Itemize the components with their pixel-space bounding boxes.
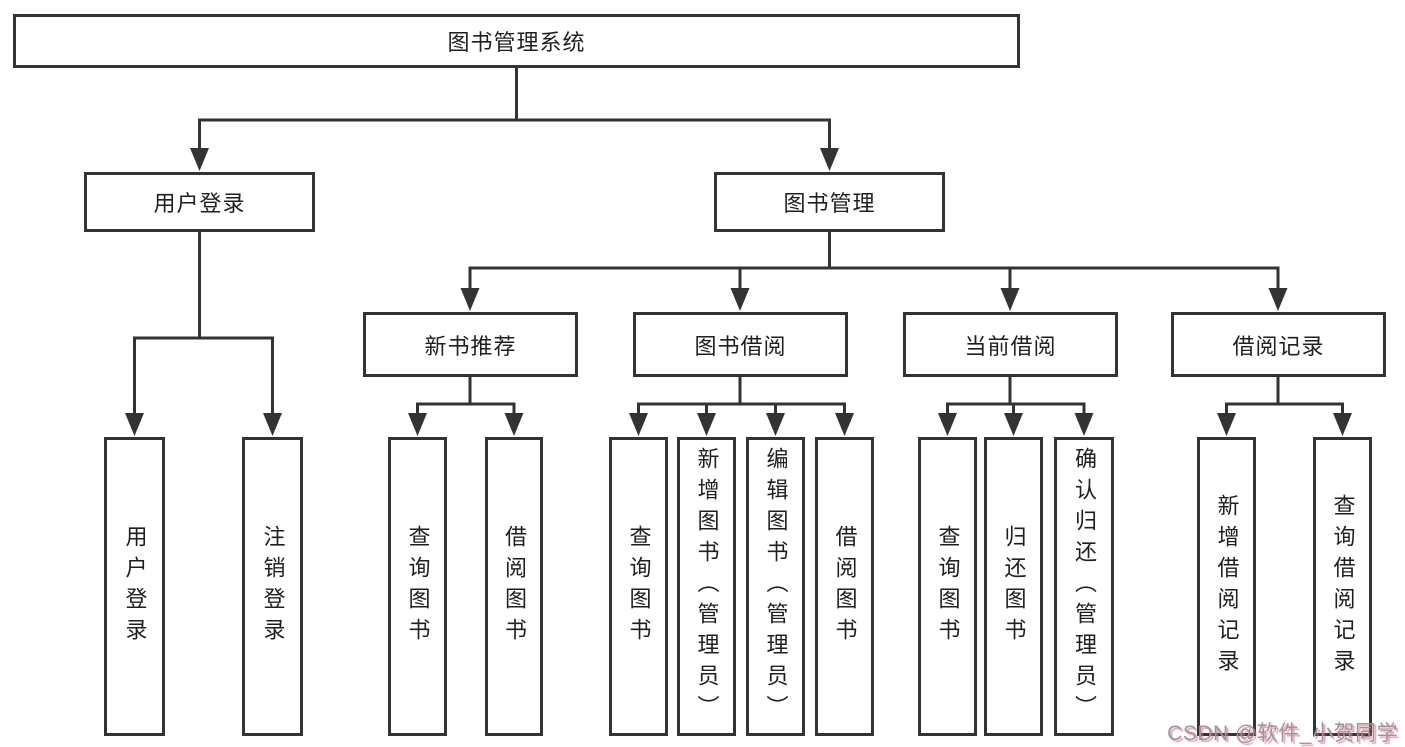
csdn-watermark: CSDN @软件_小贺同学 <box>1167 722 1398 745</box>
leaf-confirm-return-admin: 确认归还（管理员） <box>1054 437 1114 736</box>
leaf-query-books-recommend: 查询图书 <box>388 437 447 736</box>
leaf-query-books-borrow: 查询图书 <box>609 437 668 736</box>
leaf-borrow-books-recommend: 借阅图书 <box>485 437 543 736</box>
leaf-add-books-admin: 新增图书（管理员） <box>677 437 736 736</box>
node-label: 图书管理 <box>783 191 876 216</box>
node-label: 查询借阅记录 <box>1330 493 1356 680</box>
node-label: 查询图书 <box>405 524 431 649</box>
node-label: 新书推荐 <box>424 333 517 359</box>
node-user-login: 用户登录 <box>84 172 315 232</box>
leaf-add-borrow-record: 新增借阅记录 <box>1197 437 1256 736</box>
leaf-user-login: 用户登录 <box>104 437 165 736</box>
node-book-management: 图书管理 <box>714 172 945 232</box>
node-label: 图书管理系统 <box>447 30 586 55</box>
node-label: 查询图书 <box>935 524 961 649</box>
node-borrowing-records: 借阅记录 <box>1171 312 1386 377</box>
leaf-return-books: 归还图书 <box>984 437 1043 736</box>
node-label: 新增图书（管理员） <box>694 447 720 726</box>
node-library-management-system: 图书管理系统 <box>13 14 1020 68</box>
node-label: 当前借阅 <box>964 333 1057 359</box>
node-label: 注销登录 <box>260 524 286 649</box>
node-label: 用户登录 <box>122 524 148 649</box>
leaf-borrow-books: 借阅图书 <box>815 437 874 736</box>
leaf-edit-books-admin: 编辑图书（管理员） <box>746 437 805 736</box>
node-label: 查询图书 <box>626 524 652 649</box>
node-label: 确认归还（管理员） <box>1072 447 1097 726</box>
leaf-logout: 注销登录 <box>242 437 303 736</box>
node-label: 归还图书 <box>1001 524 1027 649</box>
node-current-borrowing: 当前借阅 <box>903 312 1118 377</box>
arrowhead-icons <box>125 148 1352 436</box>
node-new-book-recommendation: 新书推荐 <box>363 312 578 377</box>
node-label: 图书借阅 <box>694 333 787 359</box>
node-label: 用户登录 <box>153 191 246 216</box>
leaf-query-borrow-record: 查询借阅记录 <box>1313 437 1372 736</box>
node-label: 新增借阅记录 <box>1214 493 1240 680</box>
node-label: 借阅图书 <box>502 524 527 649</box>
leaf-query-books-current: 查询图书 <box>918 437 977 736</box>
node-label: 借阅图书 <box>832 524 858 649</box>
node-label: 借阅记录 <box>1232 333 1325 359</box>
node-label: 编辑图书（管理员） <box>763 447 789 726</box>
node-book-borrowing: 图书借阅 <box>633 312 848 377</box>
